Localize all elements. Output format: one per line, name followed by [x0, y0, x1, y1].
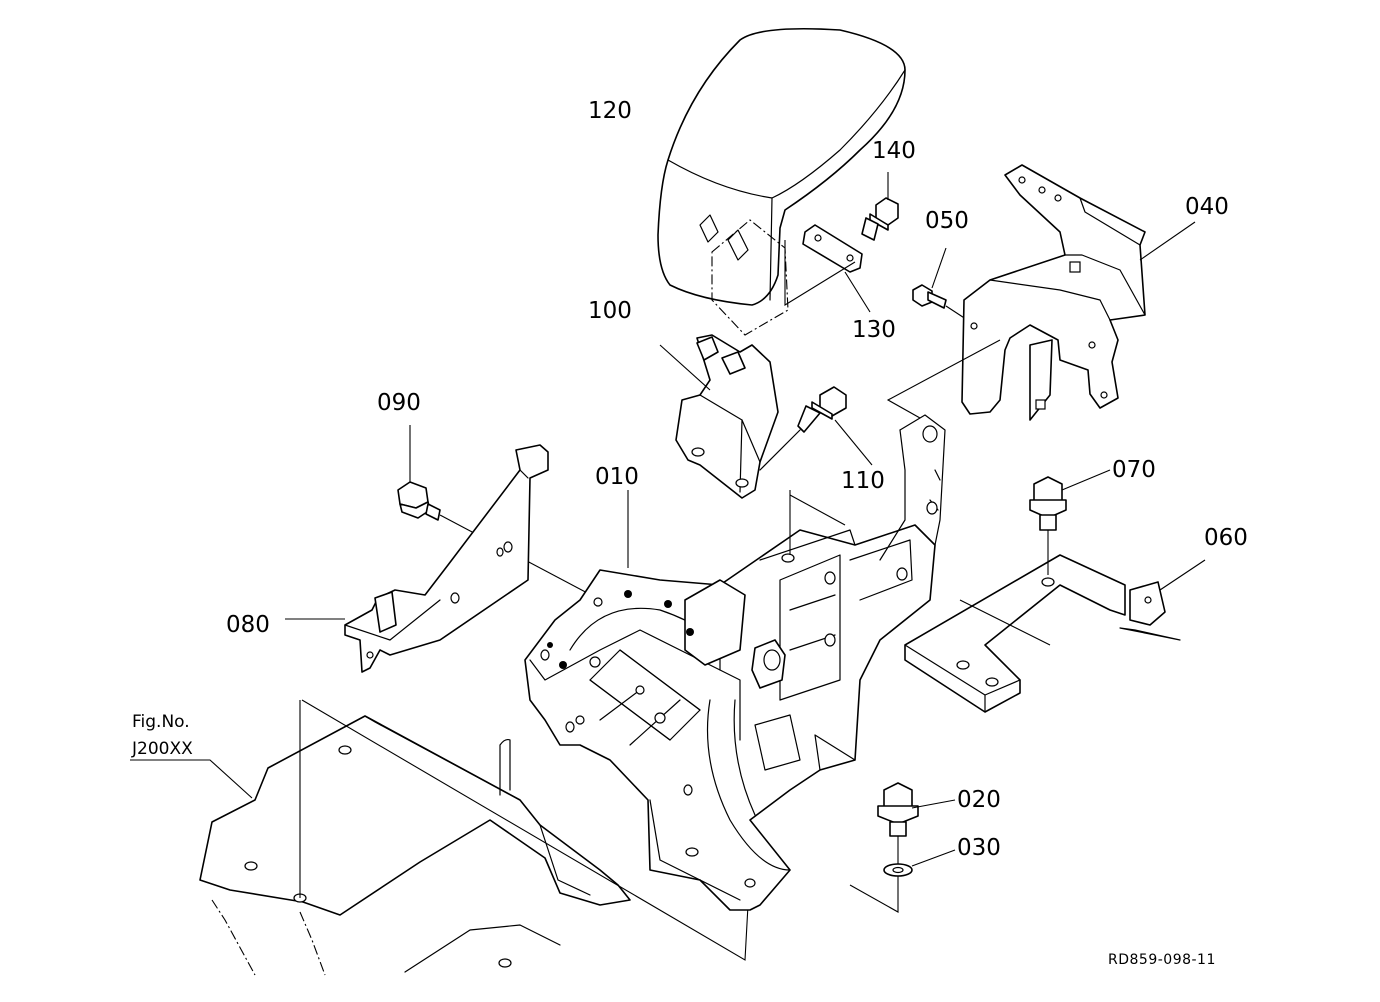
label-100: 100	[588, 298, 632, 324]
base-floor-panel	[199, 699, 749, 976]
part-050-screw	[912, 247, 976, 326]
label-020: 020	[957, 787, 1001, 813]
label-090: 090	[377, 390, 421, 416]
figure-reference-line1: Fig.No.	[132, 712, 190, 732]
label-050: 050	[925, 208, 969, 234]
part-040-bracket	[886, 164, 1196, 421]
label-110: 110	[841, 468, 885, 494]
part-070-bolt	[1029, 469, 1111, 587]
label-060: 060	[1204, 525, 1248, 551]
label-120: 120	[588, 98, 632, 124]
part-130-plate	[784, 224, 871, 313]
part-010-main-frame	[524, 414, 946, 911]
part-120-armrest-pad	[657, 27, 906, 336]
part-060-bracket-plate	[904, 554, 1206, 713]
label-130: 130	[852, 317, 896, 343]
label-030: 030	[957, 835, 1001, 861]
drawing-code: RD859-098-11	[1108, 952, 1216, 968]
label-070: 070	[1112, 457, 1156, 483]
part-030-washer	[849, 836, 956, 913]
part-110-bolt	[759, 386, 873, 471]
part-080-bracket	[285, 444, 549, 673]
part-140-bolt	[861, 172, 899, 241]
label-080: 080	[226, 612, 270, 638]
part-020-bolt	[877, 782, 956, 837]
label-040: 040	[1185, 194, 1229, 220]
figure-reference-line2: J200XX	[131, 739, 193, 759]
label-140: 140	[872, 138, 916, 164]
label-010: 010	[595, 464, 639, 490]
part-100-bracket	[659, 334, 779, 499]
figure-reference-leader	[130, 759, 253, 799]
